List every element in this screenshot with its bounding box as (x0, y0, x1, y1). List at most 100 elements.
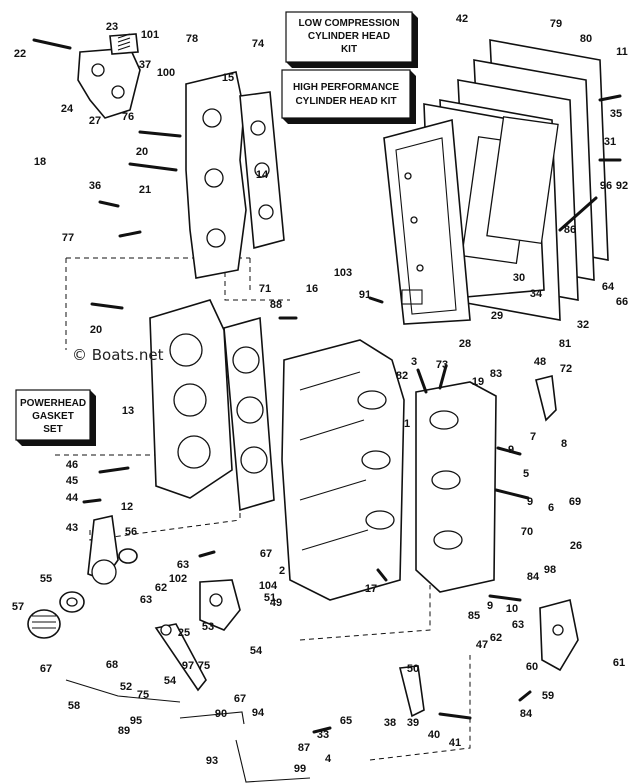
callout-number: 95 (130, 715, 142, 727)
callout-number: 45 (66, 475, 78, 487)
callout-number: 31 (604, 136, 616, 148)
bolt (496, 446, 522, 456)
kit-box-powerhead-gasket: POWERHEAD GASKET SET (15, 389, 96, 446)
callout-number: 90 (215, 708, 227, 720)
callout-number: 86 (564, 224, 576, 236)
bearing (27, 609, 61, 639)
kit-label-line: GASKET (32, 411, 74, 422)
callout-number: 27 (89, 115, 101, 127)
callout-number: 93 (206, 755, 218, 767)
callout-number: 43 (66, 522, 78, 534)
bolt (558, 196, 598, 232)
callout-number: 75 (198, 660, 210, 672)
callout-number: 88 (270, 299, 282, 311)
watermark: © Boats.net (72, 346, 164, 364)
callout-number: 23 (106, 21, 118, 33)
callout-number: 84 (527, 571, 540, 583)
callout-number: 51 (264, 592, 276, 604)
callout-number: 62 (155, 582, 167, 594)
callout-number: 57 (12, 601, 24, 613)
callout-number: 96 (600, 180, 612, 192)
spring (117, 33, 131, 51)
crankcase-half (415, 381, 497, 593)
callout-number: 22 (14, 48, 26, 60)
throttle-arm (154, 623, 207, 692)
callout-number: 33 (317, 729, 329, 741)
callout-number: 83 (490, 368, 502, 380)
callout-number: 74 (252, 38, 265, 50)
callout-number: 47 (476, 639, 488, 651)
callout-number: 63 (140, 594, 152, 606)
callout-number: 50 (407, 663, 419, 675)
callout-number: 32 (577, 319, 589, 331)
callout-number: 30 (513, 272, 525, 284)
lever (535, 375, 557, 422)
callout-number: 67 (260, 548, 272, 560)
callout-number: 18 (34, 156, 46, 168)
callout-number: 5 (523, 468, 529, 480)
callout-number: 44 (66, 492, 79, 504)
callout-number: 37 (139, 59, 151, 71)
kit-label-line: KIT (341, 44, 357, 55)
intake-manifold (185, 71, 247, 279)
callout-number: 21 (139, 184, 151, 196)
cylinder-cover (149, 299, 233, 499)
callout-number: 87 (298, 742, 310, 754)
callout-number: 56 (125, 526, 137, 538)
kit-label-line: CYLINDER HEAD (308, 31, 390, 42)
callout-number: 48 (534, 356, 546, 368)
callout-number: 71 (259, 283, 271, 295)
choke-bracket (539, 599, 579, 672)
callout-number: 80 (580, 33, 592, 45)
callout-number: 67 (40, 663, 52, 675)
callout-number: 67 (234, 693, 246, 705)
kit-label-line: POWERHEAD (20, 398, 86, 409)
callout-number: 104 (259, 580, 278, 592)
callout-number: 79 (550, 18, 562, 30)
callout-number: 91 (359, 289, 371, 301)
callout-number: 55 (40, 573, 52, 585)
bolt (488, 594, 522, 602)
bolt (198, 550, 216, 558)
callout-number: 15 (222, 72, 234, 84)
callout-number: 6 (548, 502, 554, 514)
bolt (118, 230, 142, 238)
bolt (138, 130, 182, 138)
crankcase-cylinder-half (281, 339, 405, 601)
callout-number: 54 (164, 675, 177, 687)
callout-number: 72 (560, 363, 572, 375)
callout-number: 9 (508, 444, 514, 456)
callout-number: 92 (616, 180, 628, 192)
callout-number: 19 (472, 376, 484, 388)
callout-number: 9 (487, 600, 493, 612)
callout-number: 101 (141, 29, 159, 41)
kit-label-line: CYLINDER HEAD KIT (295, 96, 396, 107)
callout-number: 40 (428, 729, 440, 741)
callout-number: 35 (610, 108, 622, 120)
callout-number: 16 (306, 283, 318, 295)
callout-number: 103 (334, 267, 352, 279)
callout-number: 20 (90, 324, 102, 336)
cylinder-head-gasket-plate (383, 118, 471, 325)
seal-ring (59, 591, 85, 613)
bolt (82, 498, 102, 504)
washer (118, 548, 138, 564)
callout-number: 8 (561, 438, 567, 450)
callout-number: 36 (89, 180, 101, 192)
callout-number: 70 (521, 526, 533, 538)
callout-number: 59 (542, 690, 554, 702)
callout-number: 63 (177, 559, 189, 571)
intake-gasket (239, 91, 285, 250)
callout-number: 76 (122, 111, 134, 123)
callout-number: 97 (182, 660, 194, 672)
callout-number: 52 (120, 681, 132, 693)
callout-number: 46 (66, 459, 78, 471)
callout-number: 24 (61, 103, 74, 115)
callout-number: 49 (270, 597, 282, 609)
callout-number: 4 (325, 753, 332, 765)
link-rod (65, 679, 311, 783)
callout-number: 38 (384, 717, 396, 729)
bolt (98, 200, 120, 208)
